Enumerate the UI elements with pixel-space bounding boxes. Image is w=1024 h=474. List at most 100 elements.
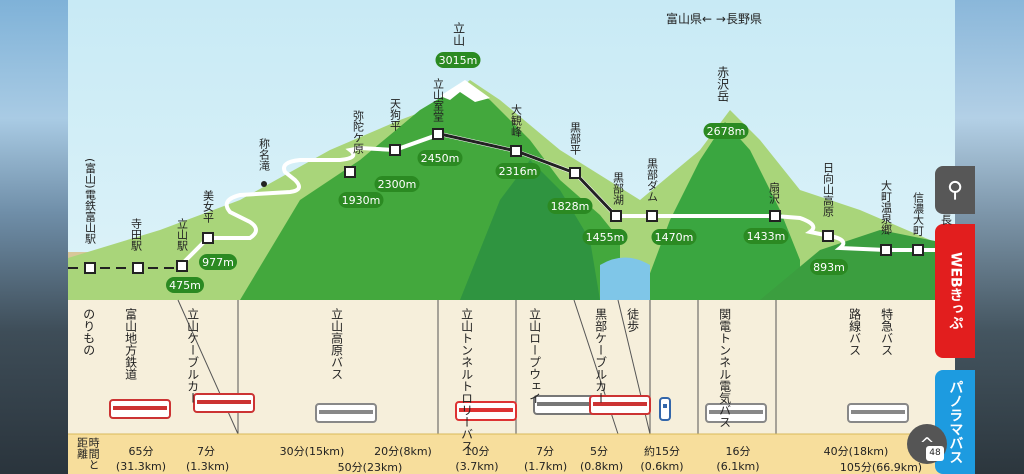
segment-time: 20分(8km) [374, 445, 432, 458]
alt-tag-8: 2316m [499, 165, 538, 178]
segment-11: 105分(66.9km) [816, 460, 946, 474]
transport-name-7: 関電トンネル電気バス [717, 308, 732, 428]
right-hill [760, 230, 955, 300]
station-marker[interactable] [176, 260, 188, 272]
segment-time: 5分 [590, 445, 608, 458]
search-icon: ⚲ [946, 177, 964, 203]
peak-alt-tateyama: 3015m [439, 54, 478, 67]
time-distance-strip [68, 434, 955, 474]
transport-name-0: 富山地方鉄道 [123, 308, 138, 380]
alt-tag-3: 977m [202, 256, 234, 269]
alt-tag-13-bg [810, 259, 848, 275]
middle-ridge [460, 160, 600, 300]
station-marker[interactable] [610, 210, 622, 222]
badge-count: 48 [926, 446, 944, 461]
station-marker[interactable] [389, 144, 401, 156]
segment-time: 7分 [197, 445, 215, 458]
station-marker[interactable] [822, 230, 834, 242]
segment-time: 30分(15km) [279, 445, 345, 458]
station-label-12: 扇沢 [767, 182, 781, 204]
route-line-black [439, 132, 618, 218]
station-label-11: 黒部ダム [645, 158, 659, 202]
segment-4: 50分(23km) [290, 460, 450, 474]
station-marker[interactable] [880, 244, 892, 256]
station-label-7: 立山室堂 [431, 78, 445, 122]
segment-3: 20分(8km) [368, 444, 438, 459]
transport-name-3: 立山トンネルトロリーバス [459, 308, 474, 452]
alt-tag-12-bg [743, 228, 789, 244]
alt-tag-5: 1930m [342, 194, 381, 207]
station-marker[interactable] [510, 145, 522, 157]
segment-time: 10分 [464, 445, 490, 458]
transport-name-2: 立山高原バス [329, 308, 344, 380]
search-button[interactable]: ⚲ [935, 166, 975, 214]
panorama-bus-button[interactable]: パノラマバス [935, 370, 975, 474]
alt-tag-5-bg [338, 192, 384, 208]
panorama-bus-label: パノラマバス [947, 380, 964, 464]
segment-5: 10分(3.7km) [446, 444, 508, 474]
route-line-white [178, 131, 920, 268]
alt-tag-2: 475m [169, 279, 201, 292]
station-label-5: 弥陀ケ原 [351, 110, 365, 154]
segment-distance: (6.1km) [716, 460, 760, 473]
transport-name-1: 立山ケーブルカー [185, 308, 200, 404]
segment-time: 105分(66.9km) [839, 461, 923, 474]
station-marker[interactable] [912, 244, 924, 256]
mountain-photo-left [0, 0, 68, 474]
alt-tag-7-bg [417, 150, 463, 166]
akazawa-mountain [640, 122, 800, 300]
segment-0: 65分(31.3km) [104, 444, 178, 474]
segment-time: 16分 [725, 445, 751, 458]
station-label-10: 黒部湖 [611, 172, 625, 205]
web-ticket-label: WEBきっぷ [947, 252, 964, 330]
peak-alt-akazawa-bg [703, 123, 749, 139]
station-marker[interactable] [769, 210, 781, 222]
station-label-0: (富山)電鉄富山駅 [83, 158, 97, 244]
station-label-9: 黒部平 [568, 122, 582, 155]
peak-alt-akazawa: 2678m [707, 125, 746, 138]
alt-tag-13: 893m [813, 261, 845, 274]
station-label-6: 天狗平 [388, 98, 402, 131]
alt-tag-6: 2300m [378, 178, 417, 191]
segment-distance: (1.7km) [524, 460, 568, 473]
station-label-8: 大観峰 [509, 104, 523, 137]
alt-tag-8-bg [495, 163, 541, 179]
transport-name-8: 特急バス [879, 308, 894, 356]
transport-name-4: 立山ロープウェイ [527, 308, 542, 404]
station-label-13: 日向山高原 [821, 162, 835, 217]
station-marker[interactable] [202, 232, 214, 244]
station-marker[interactable] [646, 210, 658, 222]
peak-name-akazawa: 赤沢岳 [715, 66, 730, 102]
waterfall-marker [261, 181, 267, 187]
kurobe-lake [600, 257, 650, 300]
segment-distance: (1.3km) [186, 460, 230, 473]
station-label-1: 寺田駅 [129, 218, 143, 251]
segment-9: 16分 (6.1km) [704, 444, 772, 474]
station-marker[interactable] [84, 262, 96, 274]
nagano-prefecture-label: →長野県 [715, 12, 762, 26]
segment-2: 30分(15km) [262, 444, 362, 459]
time-distance-label: 時間と距離 [75, 437, 101, 470]
web-ticket-button[interactable]: WEBきっぷ [935, 224, 975, 358]
alt-tag-10-bg [582, 229, 628, 245]
station-label-14: 大町温泉郷 [879, 180, 893, 235]
alt-tag-7: 2450m [421, 152, 460, 165]
alt-tag-9: 1828m [551, 200, 590, 213]
station-label-4: 称名滝 [257, 138, 271, 171]
segment-distance: (0.6km) [640, 460, 684, 473]
station-marker[interactable] [344, 166, 356, 178]
alt-tag-11-bg [651, 229, 697, 245]
station-marker[interactable] [132, 262, 144, 274]
alt-tag-10: 1455m [586, 231, 625, 244]
segment-time: 40分(18km) [823, 445, 889, 458]
segment-time: 7分 [536, 445, 554, 458]
station-marker[interactable] [569, 167, 581, 179]
segment-1: 7分 (1.3km) [186, 444, 230, 474]
snow-cap [440, 80, 490, 102]
transport-name-9: 路線バス [847, 308, 862, 356]
alt-tag-2-bg [166, 277, 204, 293]
toyama-prefecture-label: 富山県← [666, 12, 713, 26]
station-marker[interactable] [432, 128, 444, 140]
